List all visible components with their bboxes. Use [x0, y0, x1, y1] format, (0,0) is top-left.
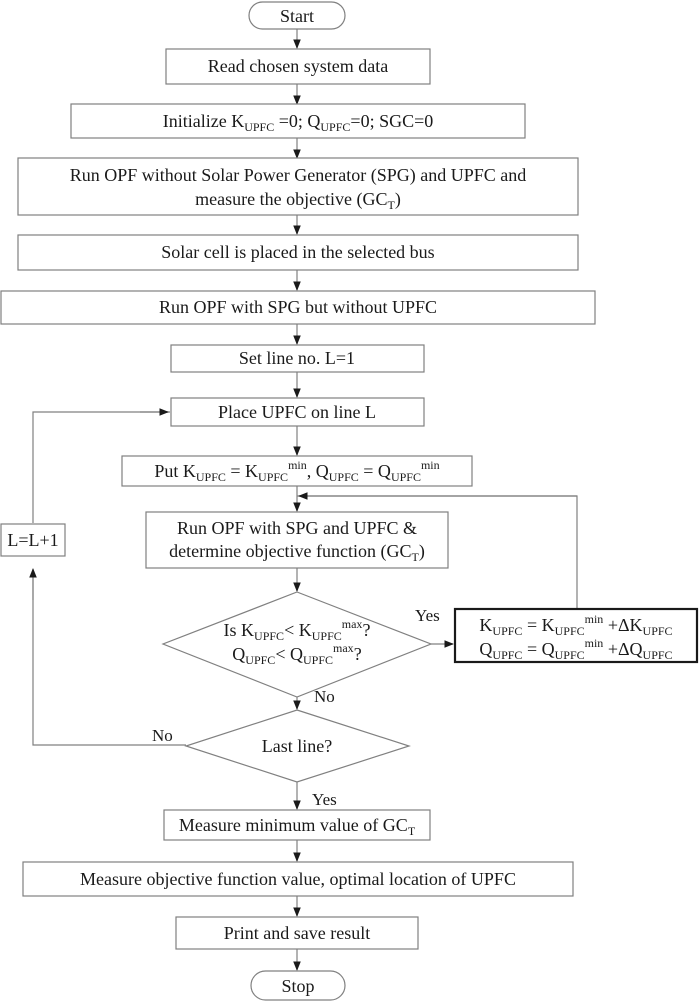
put-min-process: Put KUPFC = KUPFCmin, QUPFC = QUPFCmin: [121, 455, 473, 487]
edge-decision2-no: [32, 571, 186, 746]
solar-cell-process: Solar cell is placed in the selected bus: [17, 234, 579, 271]
increment-line1: KUPFC = KUPFCmin +ΔKUPFC: [479, 612, 672, 638]
solar-cell-label: Solar cell is placed in the selected bus: [161, 242, 434, 262]
edge-label-no-left: No: [152, 726, 173, 745]
initialize-process: Initialize KUPFC =0; QUPFC=0; SGC=0: [70, 103, 526, 139]
start-label: Start: [280, 6, 314, 26]
next-line-process: L=L+1: [0, 523, 66, 557]
edge-label-yes-down: Yes: [312, 790, 337, 809]
place-upfc-process: Place UPFC on line L: [170, 397, 425, 427]
start-terminal: Start: [248, 1, 346, 30]
decision-last-line-label: Last line?: [262, 736, 332, 756]
edge-label-yes-right: Yes: [415, 606, 440, 625]
run-opf-spg-process: Run OPF with SPG but without UPFC: [0, 290, 596, 325]
measure-min-process: Measure minimum value of GCT: [163, 809, 431, 841]
run-opf-spg-upfc-line2: determine objective function (GCT): [169, 541, 425, 564]
run-opf-without-line1: Run OPF without Solar Power Generator (S…: [70, 165, 527, 186]
stop-terminal: Stop: [250, 970, 346, 1001]
edge-nextline-place: [32, 411, 170, 523]
next-line-label: L=L+1: [7, 530, 58, 550]
print-result-label: Print and save result: [224, 923, 370, 943]
measure-min-label: Measure minimum value of GCT: [179, 815, 416, 838]
place-upfc-label: Place UPFC on line L: [218, 402, 376, 422]
connectors: [29, 29, 578, 971]
decision-limits-line1: Is KUPFC< KUPFCmax?: [224, 617, 371, 643]
set-line-process: Set line no. L=1: [170, 344, 425, 373]
stop-label: Stop: [281, 976, 314, 996]
put-min-label: Put KUPFC = KUPFCmin, QUPFC = QUPFCmin: [154, 458, 439, 484]
increment-process: KUPFC = KUPFCmin +ΔKUPFC QUPFC = QUPFCmi…: [453, 607, 699, 664]
decision-limits: Is KUPFC< KUPFCmax? QUPFC< QUPFCmax?: [161, 591, 433, 698]
set-line-label: Set line no. L=1: [239, 348, 355, 368]
read-data-label: Read chosen system data: [208, 56, 388, 76]
run-opf-spg-upfc-process: Run OPF with SPG and UPFC & determine ob…: [145, 511, 449, 569]
print-result-process: Print and save result: [175, 916, 419, 950]
measure-objective-process: Measure objective function value, optima…: [22, 861, 574, 897]
run-opf-without-process: Run OPF without Solar Power Generator (S…: [17, 157, 579, 216]
run-opf-without-line2: measure the objective (GCT): [195, 189, 401, 212]
measure-objective-label: Measure objective function value, optima…: [80, 869, 516, 889]
edge-label-no-down: No: [314, 687, 335, 706]
read-data-process: Read chosen system data: [165, 48, 431, 85]
initialize-label: Initialize KUPFC =0; QUPFC=0; SGC=0: [163, 111, 434, 134]
decision-limits-line2: QUPFC< QUPFCmax?: [232, 641, 361, 667]
run-opf-spg-label: Run OPF with SPG but without UPFC: [159, 297, 437, 317]
decision-last-line: Last line?: [184, 709, 411, 783]
increment-line2: QUPFC = QUPFCmin +ΔQUPFC: [479, 636, 672, 662]
run-opf-spg-upfc-line1: Run OPF with SPG and UPFC &: [177, 518, 417, 538]
